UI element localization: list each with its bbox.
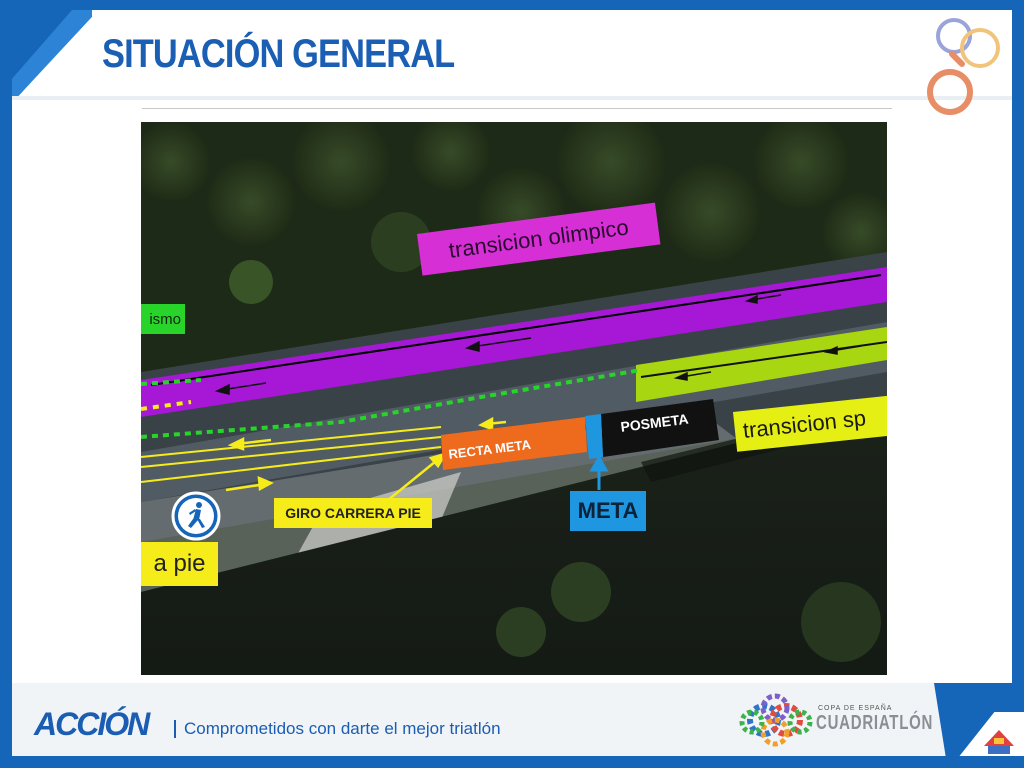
footer-band <box>12 683 1012 756</box>
map-canvas <box>141 122 887 675</box>
copa-de-espana-label: COPA DE ESPAÑA <box>818 705 893 712</box>
label-transicion-sp-text: transicion sp <box>741 405 868 443</box>
label-a-pie-text: a pie <box>153 550 206 577</box>
recta-meta-box <box>441 417 587 470</box>
label-a-pie: a pie <box>141 542 218 586</box>
sprint-transition-band <box>636 327 887 402</box>
frame-left-bar <box>0 0 12 768</box>
cuadriatlon-label: CUADRIATLÓN <box>816 712 934 734</box>
aerial-map: transicion olimpico ismo transicion sp P… <box>141 122 887 675</box>
header-band <box>12 96 1012 100</box>
label-ismo: ismo <box>141 304 185 334</box>
finish-line-marker <box>585 414 603 459</box>
slide-title: SITUACIÓN GENERAL <box>102 32 455 76</box>
green-dashed-route <box>141 368 642 439</box>
rings-logo-icon <box>927 18 1000 115</box>
cuadriatlon-logo-icon <box>739 693 813 747</box>
footer-tagline: Comprometidos con darte el mejor triatló… <box>184 719 501 738</box>
forest-canopy <box>141 122 887 304</box>
label-ismo-text: ismo <box>149 310 181 328</box>
title-divider <box>142 108 892 109</box>
label-giro-carrera-pie-text: GIRO CARRERA PIE <box>285 505 421 521</box>
label-meta: META <box>570 491 646 531</box>
brand-logo: ACCIÓN <box>34 706 150 742</box>
river-water <box>141 412 887 675</box>
olimpico-transition-band <box>141 267 887 417</box>
triatlon-federation-icon <box>984 730 1014 754</box>
label-giro-carrera-pie: GIRO CARRERA PIE <box>274 498 432 528</box>
running-course-lines <box>141 426 442 483</box>
label-posmeta-text: POSMETA <box>619 410 690 435</box>
arrow-left-icon <box>214 294 782 395</box>
frame-top-bar <box>0 0 1024 10</box>
label-meta-text: META <box>577 498 639 523</box>
brand-divider <box>174 720 176 738</box>
arrow-up-icon <box>589 455 609 490</box>
footer-bottom-bar <box>0 756 1024 768</box>
posmeta-box <box>601 399 719 457</box>
frame-right-bar <box>1012 0 1024 768</box>
